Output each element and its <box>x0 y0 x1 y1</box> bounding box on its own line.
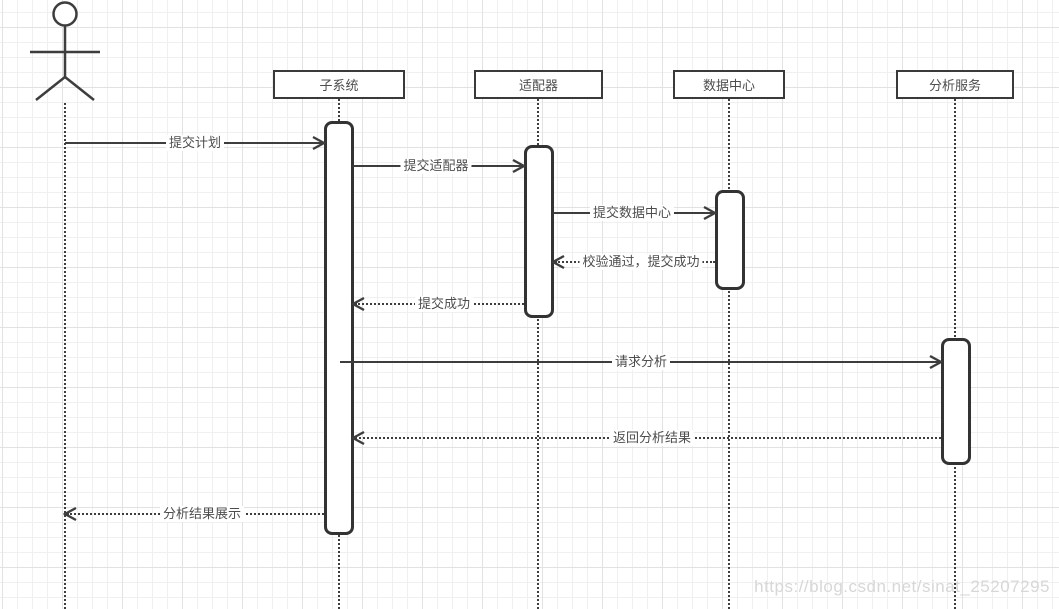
lifeline-label-data-center: 数据中心 <box>702 78 755 93</box>
activation-bar-data-center <box>715 190 745 290</box>
lifeline-box-analysis-service: 分析服务 <box>896 70 1014 99</box>
watermark-url: https://blog.csdn.net/sinat_25207295 <box>754 577 1050 596</box>
message-label-4: 校验通过，提交成功 <box>579 254 703 270</box>
activation-bar-adapter <box>524 145 554 318</box>
message-label-2: 提交适配器 <box>400 158 472 174</box>
lifeline-label-subsystem: 子系统 <box>319 78 359 93</box>
lifeline-label-analysis-service: 分析服务 <box>928 78 981 93</box>
message-label-1: 提交计划 <box>165 135 225 151</box>
arrow-right-icon <box>312 135 326 151</box>
lifeline-box-subsystem: 子系统 <box>273 70 405 99</box>
arrow-left-icon <box>351 296 365 312</box>
arrow-right-icon <box>929 354 943 370</box>
lifeline-adapter <box>537 99 539 609</box>
message-label-5: 提交成功 <box>414 296 474 312</box>
message-label-8: 分析结果展示 <box>159 506 245 522</box>
arrow-left-icon <box>551 254 565 270</box>
activation-bar-analysis-service <box>941 338 971 465</box>
activation-bar-subsystem <box>324 121 354 535</box>
lifeline-box-data-center: 数据中心 <box>673 70 785 99</box>
message-label-7: 返回分析结果 <box>609 430 695 446</box>
lifeline-label-adapter: 适配器 <box>518 78 558 93</box>
arrow-left-icon <box>63 506 77 522</box>
lifeline-data-center <box>728 99 730 609</box>
message-label-3: 提交数据中心 <box>589 205 675 221</box>
arrow-left-icon <box>351 430 365 446</box>
arrow-right-icon <box>703 205 717 221</box>
actor-icon <box>30 1 100 101</box>
lifeline-box-adapter: 适配器 <box>474 70 603 99</box>
lifeline-actor <box>64 103 66 609</box>
message-label-6: 请求分析 <box>611 354 671 370</box>
arrow-right-icon <box>512 158 526 174</box>
